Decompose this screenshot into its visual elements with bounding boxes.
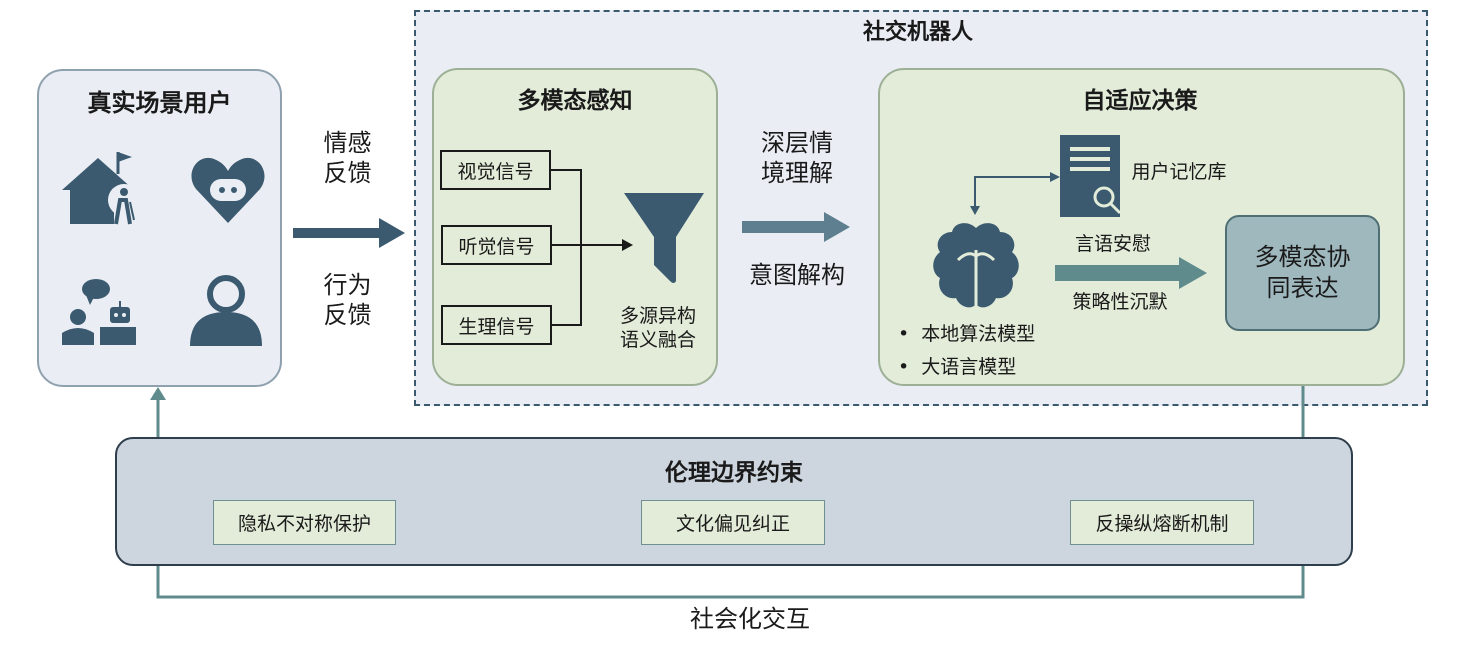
- model-list: • 本地算法模型 • 大语言模型: [898, 318, 1035, 384]
- feedback-arrow: [293, 218, 405, 248]
- signal-connectors: [551, 169, 633, 326]
- model-item-local: • 本地算法模型: [898, 323, 1036, 345]
- memory-document-icon: [1060, 135, 1122, 217]
- ethics-item-anti-manipulation: 反操纵熔断机制: [1070, 500, 1254, 545]
- ethics-item-privacy: 隐私不对称保护: [213, 500, 396, 545]
- users-title: 真实场景用户: [87, 89, 232, 117]
- ethics-item-culture: 文化偏见纠正: [641, 500, 825, 545]
- user-icon: [190, 275, 262, 346]
- intent-label: 意图解构: [749, 261, 845, 289]
- fusion-label: 多源异构 语义融合: [619, 305, 696, 351]
- memory-bidirectional-arrow: [970, 172, 1060, 215]
- verbal-comfort-label: 言语安慰: [1074, 233, 1151, 255]
- behavioral-feedback-label: 行为 反馈: [323, 271, 372, 329]
- decision-title: 自适应决策: [1082, 88, 1198, 114]
- brain-icon: [933, 223, 1019, 308]
- model-item-label: 本地算法模型: [921, 323, 1036, 345]
- perception-title: 多模态感知: [517, 88, 633, 114]
- loop-line-bottom: [156, 565, 1305, 599]
- funnel-icon: [624, 193, 704, 283]
- action-arrow: [1055, 257, 1207, 289]
- understanding-arrow: [742, 212, 850, 242]
- elderly-home-icon: [62, 152, 140, 225]
- expression-box: 多模态协 同表达: [1225, 215, 1380, 331]
- model-item-label: 大语言模型: [921, 356, 1017, 378]
- signal-auditory: 听觉信号: [441, 225, 552, 265]
- social-robot-title: 社交机器人: [862, 20, 973, 45]
- deep-context-label: 深层情 境理解: [761, 129, 833, 187]
- loop-arrowhead: [150, 387, 166, 400]
- human-robot-chat-icon: [62, 279, 136, 345]
- signal-visual: 视觉信号: [440, 150, 551, 190]
- expression-label: 多模态协 同表达: [1254, 242, 1351, 302]
- memory-label: 用户记忆库: [1131, 161, 1227, 183]
- model-item-llm: • 大语言模型: [898, 356, 1017, 378]
- signal-physiological: 生理信号: [441, 305, 552, 345]
- social-interaction-label: 社会化交互: [690, 605, 810, 633]
- emotional-feedback-label: 情感 反馈: [323, 129, 372, 187]
- ethics-title: 伦理边界约束: [665, 460, 803, 486]
- robot-heart-icon: [191, 157, 265, 223]
- strategic-silence-label: 策略性沉默: [1072, 291, 1168, 313]
